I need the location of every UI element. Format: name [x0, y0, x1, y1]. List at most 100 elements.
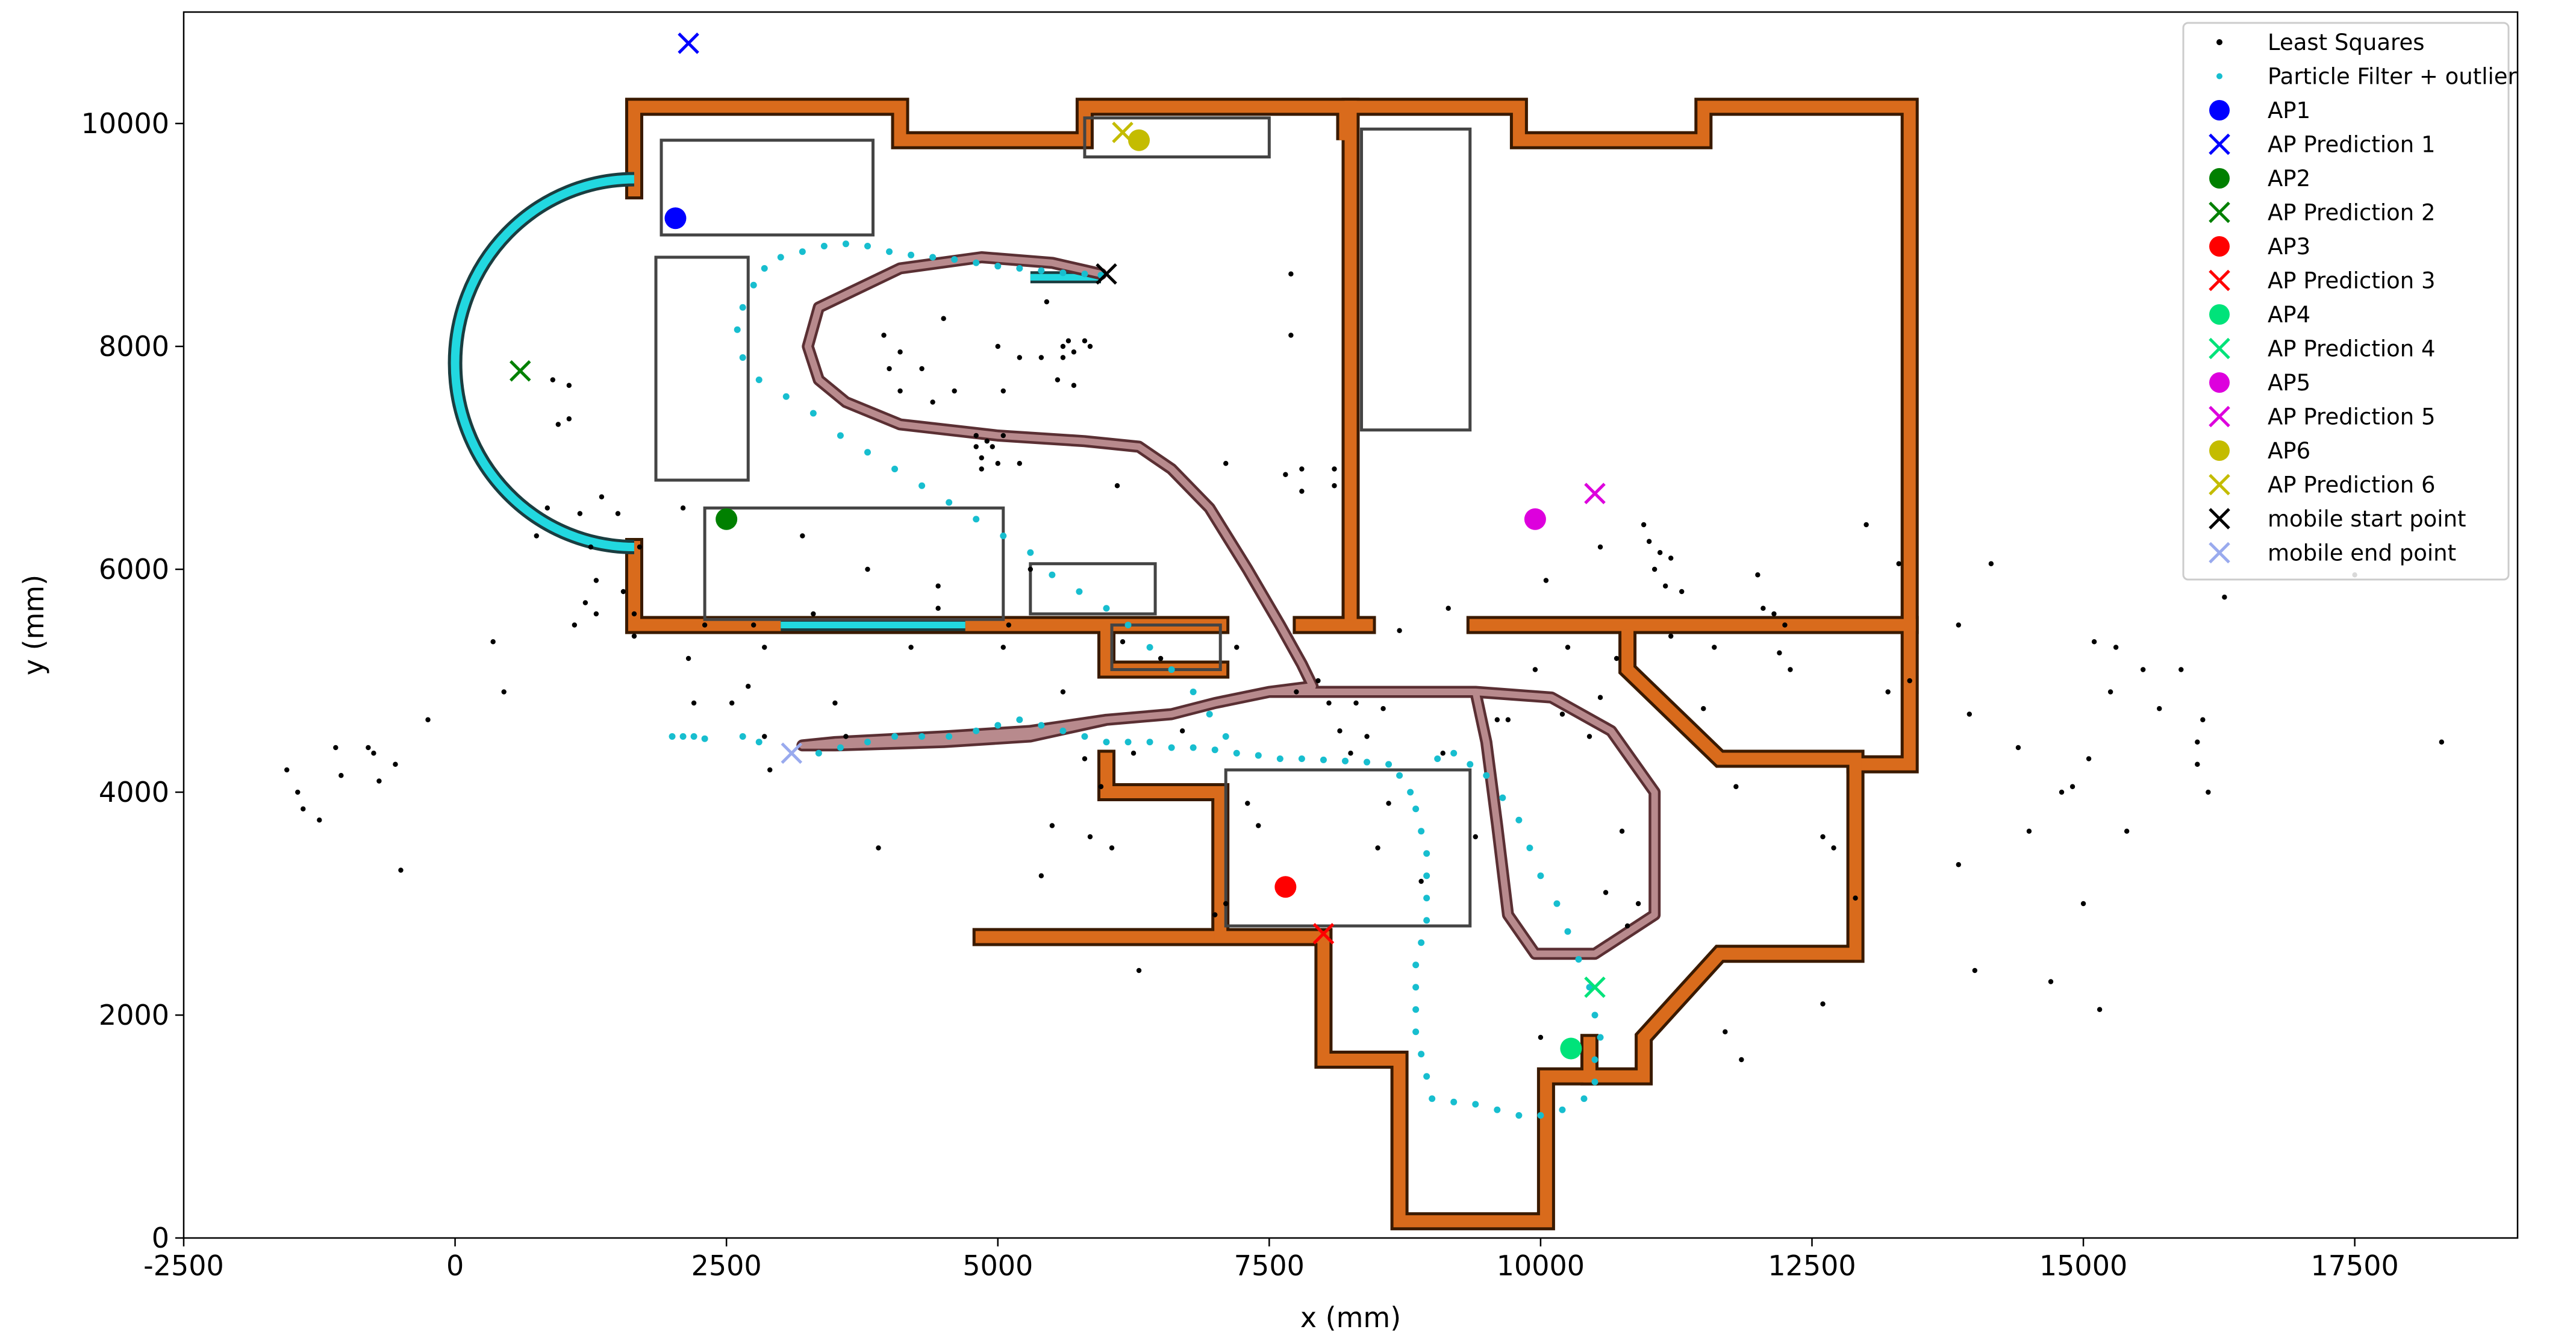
ap-prediction-marker	[678, 33, 699, 54]
least-squares-point	[729, 700, 735, 706]
least-squares-point	[832, 700, 838, 706]
least-squares-point	[366, 745, 371, 751]
x-tick-label: -2500	[143, 1249, 224, 1282]
least-squares-point	[1114, 483, 1120, 489]
legend-x-marker-stroke-b	[2209, 337, 2230, 360]
particle-filter-point	[820, 243, 828, 249]
least-squares-point	[577, 511, 583, 516]
least-squares-point	[1782, 622, 1788, 628]
ap-marker	[716, 508, 738, 530]
ap-marker	[1524, 508, 1546, 530]
particle-filter-point	[734, 326, 741, 333]
least-squares-point	[1028, 566, 1034, 572]
least-squares-point	[1049, 823, 1055, 828]
least-squares-point	[908, 645, 914, 650]
legend-x-marker	[2209, 269, 2230, 292]
legend-label: AP Prediction 3	[2268, 268, 2436, 294]
least-squares-point	[572, 622, 578, 628]
least-squares-point	[973, 433, 979, 439]
least-squares-point	[1000, 433, 1006, 439]
particle-filter-point	[929, 254, 937, 261]
particle-filter-point	[864, 739, 871, 746]
particle-filter-point	[1211, 746, 1218, 754]
least-squares-point	[2206, 789, 2211, 795]
legend-label: AP Prediction 2	[2268, 200, 2436, 226]
least-squares-point	[1679, 589, 1685, 595]
least-squares-point	[295, 789, 301, 795]
particle-filter-point	[679, 733, 687, 740]
particle-filter-point	[1059, 269, 1067, 277]
least-squares-point	[1288, 271, 1294, 277]
particle-filter-point	[782, 393, 790, 400]
least-squares-point	[1831, 845, 1836, 851]
least-squares-point	[2091, 639, 2097, 645]
ap-prediction-marker	[509, 360, 531, 382]
room-rectangle	[1083, 116, 1271, 158]
least-squares-point	[897, 349, 903, 355]
legend-x-marker-stroke-b	[2209, 133, 2230, 155]
least-squares-point	[1060, 689, 1066, 695]
least-squares-point	[1087, 834, 1093, 840]
legend-label: mobile start point	[2268, 506, 2466, 532]
legend-x-marker-stroke-b	[2209, 269, 2230, 292]
least-squares-point	[990, 444, 995, 449]
least-squares-point	[1505, 717, 1511, 722]
least-squares-point	[1256, 823, 1261, 828]
legend-x-marker	[2209, 405, 2230, 428]
least-squares-point	[1065, 338, 1071, 343]
least-squares-point	[751, 622, 756, 628]
least-squares-point	[1071, 349, 1077, 355]
least-squares-point	[1120, 639, 1126, 645]
least-squares-point	[1136, 967, 1142, 974]
particle-filter-point	[1407, 789, 1414, 796]
legend-x-marker-stroke-b	[2209, 474, 2230, 496]
least-squares-point	[566, 416, 572, 422]
mobile-start-marker	[1096, 263, 1117, 285]
y-axis-label: y (mm)	[17, 575, 50, 675]
least-squares-point	[2124, 828, 2130, 834]
least-squares-point	[1006, 622, 1011, 628]
x-tick-label: 15000	[2039, 1249, 2127, 1282]
particle-filter-point	[1168, 666, 1175, 673]
legend-x-marker-stroke-b	[2209, 508, 2230, 530]
least-squares-point	[317, 817, 322, 823]
ap-prediction-marker-stroke-b	[1312, 923, 1335, 945]
least-squares-point	[1614, 655, 1620, 661]
least-squares-point	[1788, 667, 1793, 672]
least-squares-point	[800, 533, 805, 539]
least-squares-point	[1017, 461, 1022, 466]
particle-filter-point	[1233, 749, 1240, 757]
legend-label: AP Prediction 4	[2268, 336, 2436, 362]
particle-filter-point	[951, 256, 958, 263]
least-squares-point	[1038, 873, 1044, 878]
particle-filter-point	[1515, 816, 1523, 824]
mobile-start-marker-stroke-b	[1096, 263, 1117, 285]
least-squares-point	[1098, 784, 1104, 789]
particle-filter-point	[994, 722, 1002, 729]
least-squares-point	[1418, 878, 1424, 884]
least-squares-point	[1000, 645, 1006, 650]
particle-filter-point	[1434, 755, 1441, 762]
particle-filter-point	[1255, 752, 1262, 759]
least-squares-point	[555, 422, 561, 427]
least-squares-point	[973, 444, 979, 449]
particle-filter-point	[1298, 755, 1305, 762]
ap-prediction-marker	[1112, 122, 1134, 143]
particle-filter-point	[1494, 1106, 1501, 1113]
least-squares-point	[1739, 1057, 1744, 1063]
particle-filter-point	[1559, 1106, 1566, 1113]
least-squares-point	[631, 633, 637, 639]
particle-filter-point	[842, 240, 849, 248]
legend-circle-marker	[2209, 168, 2230, 189]
least-squares-point	[941, 316, 946, 321]
least-squares-point	[1956, 862, 1962, 867]
least-squares-point	[393, 761, 398, 767]
least-squares-point	[1538, 1034, 1544, 1040]
least-squares-point	[1245, 801, 1250, 806]
legend-label: AP1	[2268, 98, 2310, 123]
least-squares-point	[1565, 645, 1571, 650]
legend-x-marker	[2209, 133, 2230, 155]
least-squares-point	[865, 566, 870, 572]
least-squares-point	[1668, 633, 1674, 639]
